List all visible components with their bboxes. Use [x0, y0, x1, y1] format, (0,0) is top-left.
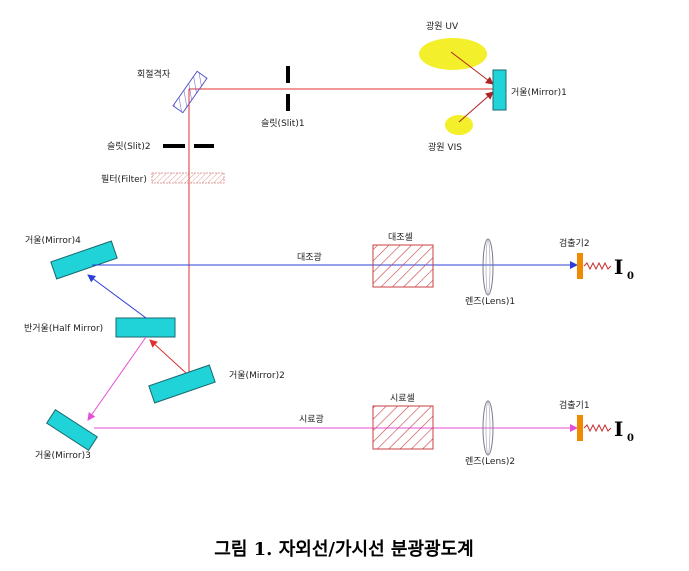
reference-intensity-subscript: 0 — [627, 271, 634, 282]
filter — [151, 172, 225, 184]
detector2 — [577, 253, 583, 279]
sample-intensity-symbol: I — [614, 417, 623, 441]
lens2-label: 렌즈(Lens)2 — [465, 456, 515, 467]
mirror4 — [50, 240, 118, 280]
sample-cell-label: 시료셀 — [390, 393, 415, 404]
mirror4-label: 거울(Mirror)4 — [25, 235, 81, 246]
half-mirror-to-mirror4-beam — [87, 274, 147, 319]
slit2-label: 슬릿(Slit)2 — [107, 140, 151, 152]
filter-label: 필터(Filter) — [101, 173, 147, 185]
detector1 — [577, 415, 583, 441]
uv-to-mirror1-beam — [450, 51, 494, 85]
detector1-signal-wave — [583, 423, 612, 433]
diffraction-grating — [172, 70, 208, 114]
sample-cell — [372, 405, 434, 450]
slit1-upper — [286, 66, 290, 83]
half-mirror-to-mirror3-beam — [87, 336, 147, 421]
vis-to-mirror1-beam — [458, 91, 494, 123]
half-mirror — [115, 317, 176, 338]
mirror3-label: 거울(Mirror)3 — [35, 450, 91, 461]
mirror1 — [492, 69, 507, 111]
mirror3 — [45, 408, 99, 452]
lens1 — [482, 238, 494, 296]
figure-caption: 그림 1. 자외선/가시선 분광광도계 — [214, 539, 473, 560]
mirror2-to-half-mirror-beam — [149, 339, 187, 374]
vis-source — [445, 115, 473, 135]
grating-label: 회절격자 — [137, 68, 171, 80]
lens1-label: 렌즈(Lens)1 — [465, 296, 515, 307]
slit1-lower — [286, 94, 290, 111]
reference-cell-label: 대조셀 — [388, 232, 413, 243]
detector2-signal-wave — [583, 261, 612, 271]
source-uv-label: 광원 UV — [426, 20, 459, 32]
detector2-label: 검출기2 — [559, 237, 590, 249]
sample-intensity-subscript: 0 — [627, 433, 634, 444]
slit1-label: 슬릿(Slit)1 — [261, 117, 305, 129]
half-mirror-label: 반거울(Half Mirror) — [24, 323, 103, 334]
detector1-label: 검출기1 — [559, 399, 590, 411]
reference-intensity-symbol: I — [614, 255, 623, 279]
mirror1-label: 거울(Mirror)1 — [511, 87, 567, 98]
sample-beam-label: 시료광 — [299, 413, 324, 425]
slit2-right — [194, 144, 214, 148]
lens2 — [482, 400, 494, 456]
mirror2-label: 거울(Mirror)2 — [229, 370, 285, 381]
mirror2 — [148, 364, 216, 404]
slit2-left — [163, 144, 185, 148]
source-vis-label: 광원 VIS — [428, 141, 462, 153]
reference-cell — [372, 244, 434, 288]
reference-beam-label: 대조광 — [297, 251, 322, 263]
